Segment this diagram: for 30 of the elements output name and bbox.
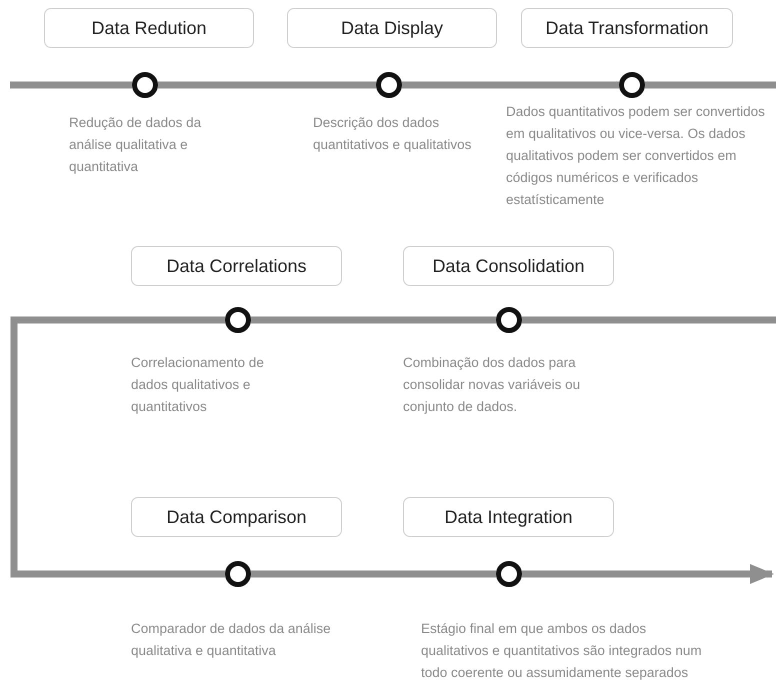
timeline-marker	[225, 307, 251, 333]
step-description: Comparador de dados da análise qualitativa e quantitativa	[131, 620, 331, 660]
timeline-line	[402, 82, 619, 88]
step-title-box: Data Consolidation	[403, 246, 614, 286]
step-title-box: Data Integration	[403, 497, 614, 537]
timeline-line	[10, 316, 225, 578]
step-title-box: Data Correlations	[131, 246, 342, 286]
step-description: Redução de dados da análise qualitativa e quantitativa	[69, 114, 202, 176]
step-description: Descrição dos dados quantitativos e qualitativos	[313, 114, 472, 154]
step-description: Correlacionamento de dados qualitativos e quantitativos	[131, 354, 265, 416]
step-description: Dados quantitativos podem ser convertidos em qualitativos ou vice-versa. Os dados qualitativos podem ser convertidos em códigos numéricos e verificados estatísticamente	[506, 103, 766, 209]
timeline-marker	[619, 72, 645, 98]
timeline-line	[158, 82, 376, 88]
timeline-line	[10, 82, 132, 88]
step-title-box: Data Comparison	[131, 497, 342, 537]
timeline-marker	[496, 307, 522, 333]
timeline-line	[522, 316, 776, 324]
timeline-marker	[225, 561, 251, 587]
timeline-line	[645, 82, 776, 88]
timeline-marker	[496, 561, 522, 587]
timeline-line	[251, 316, 496, 324]
step-description: Estágio final em que ambos os dados qualitativos e quantitativos são integrados num todo coerente ou assumidamente separados	[421, 620, 703, 682]
timeline-marker	[132, 72, 158, 98]
step-title-box: Data Transformation	[521, 8, 733, 48]
timeline-line	[251, 570, 496, 578]
step-title-box: Data Redution	[44, 8, 254, 48]
timeline-marker	[376, 72, 402, 98]
step-title-box: Data Display	[287, 8, 497, 48]
step-description: Combinação dos dados para consolidar novas variáveis ou conjunto de dados.	[403, 354, 582, 416]
timeline-arrow	[522, 564, 774, 584]
